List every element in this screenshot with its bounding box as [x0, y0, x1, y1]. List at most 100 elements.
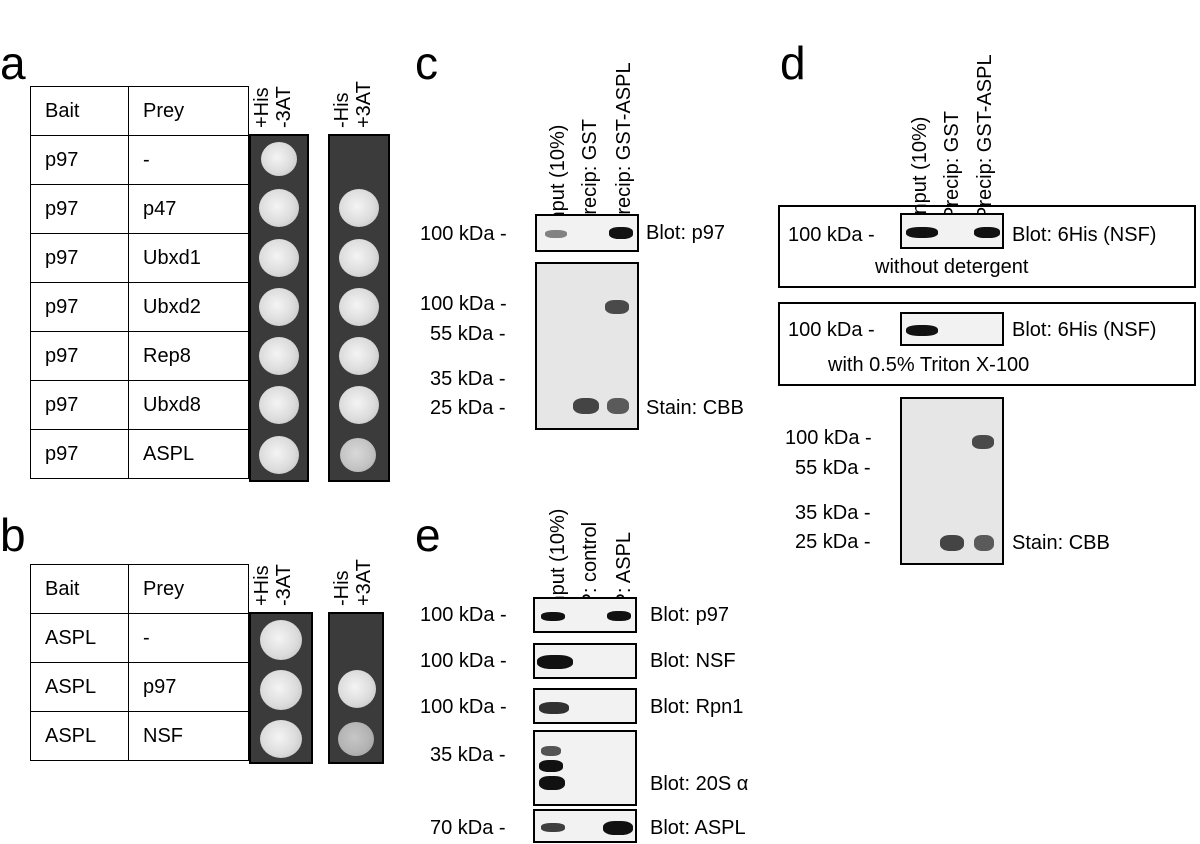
- yeast-plate-a1: [249, 134, 309, 482]
- prey-cell: p97: [128, 662, 249, 712]
- blot-label-e-p97: Blot: p97: [650, 604, 729, 626]
- marker-c-35: 35 kDa -: [430, 368, 506, 390]
- prey-cell: -: [128, 613, 249, 663]
- bait-cell: p97: [30, 233, 129, 283]
- prey-cell: -: [128, 135, 249, 185]
- yeast-colony: [339, 337, 379, 375]
- blot-band: [541, 823, 565, 832]
- caption-with-triton: with 0.5% Triton X-100: [828, 354, 1030, 376]
- blot-c-p97: [535, 214, 639, 252]
- blot-band: [906, 325, 938, 336]
- lane-label-c-input: Input (10%): [547, 124, 569, 228]
- blot-d-nsf-2: [900, 312, 1004, 346]
- panel-letter-d: d: [780, 37, 806, 89]
- table-header-row: Bait Prey: [30, 86, 249, 136]
- panel-letter-e: e: [415, 509, 441, 561]
- yeast-colony: [259, 386, 299, 424]
- stain-band: [972, 435, 994, 449]
- marker-c-55: 55 kDa -: [430, 323, 506, 345]
- marker-d-box1: 100 kDa -: [788, 224, 875, 246]
- caption-without-detergent: without detergent: [875, 256, 1029, 278]
- panel-letter-a: a: [0, 37, 26, 89]
- prey-cell: Rep8: [128, 331, 249, 381]
- prey-cell: p47: [128, 184, 249, 234]
- marker-e-rpn1: 100 kDa -: [420, 696, 507, 718]
- yeast-colony: [259, 189, 299, 227]
- panel-letter-b: b: [0, 509, 26, 561]
- lane-label-d-gst: Precip: GST: [941, 111, 963, 220]
- marker-e-p97: 100 kDa -: [420, 604, 507, 626]
- blot-label-e-rpn1: Blot: Rpn1: [650, 696, 744, 718]
- marker-d-35: 35 kDa -: [795, 502, 871, 524]
- blot-label-d-2: Blot: 6His (NSF): [1012, 319, 1157, 341]
- lane-label-c-gst-aspl: Precip: GST-ASPL: [613, 62, 635, 228]
- lane-label-c-gst: Precip: GST: [579, 119, 601, 228]
- yeast-plate-b2: [328, 612, 384, 764]
- blot-band: [539, 776, 565, 790]
- yeast-plate-b1: [249, 612, 313, 764]
- plate-label-b2-3at: +3AT: [353, 559, 375, 606]
- blot-band: [906, 227, 938, 238]
- marker-d-55: 55 kDa -: [795, 457, 871, 479]
- prey-cell: Ubxd2: [128, 282, 249, 332]
- yeast-plate-a2: [328, 134, 390, 482]
- yeast-colony: [339, 189, 379, 227]
- header-bait: Bait: [30, 86, 129, 136]
- blot-label-e-aspl: Blot: ASPL: [650, 817, 746, 839]
- blot-band: [541, 746, 561, 756]
- yeast-colony: [261, 142, 297, 176]
- bait-cell: p97: [30, 135, 129, 185]
- bait-cell: p97: [30, 184, 129, 234]
- plate-label-b1-3at: -3AT: [273, 564, 295, 606]
- prey-cell: Ubxd1: [128, 233, 249, 283]
- bait-cell: p97: [30, 429, 129, 479]
- stain-band: [573, 398, 599, 414]
- blot-label-c: Blot: p97: [646, 222, 725, 244]
- panel-letter-c: c: [415, 37, 438, 89]
- yeast-colony: [338, 722, 374, 756]
- marker-e-nsf: 100 kDa -: [420, 650, 507, 672]
- yeast-colony: [340, 438, 376, 472]
- yeast-colony: [339, 239, 379, 277]
- blot-e-20s-alpha: [533, 730, 637, 806]
- blot-label-e-nsf: Blot: NSF: [650, 650, 736, 672]
- plate-label-b2-his: -His: [331, 570, 353, 606]
- plate-label-a2-his: -His: [331, 92, 353, 128]
- bait-cell: ASPL: [30, 711, 129, 761]
- blot-band: [539, 702, 569, 714]
- blot-band: [537, 655, 573, 669]
- blot-label-e-20s: Blot: 20S α: [650, 773, 749, 795]
- marker-e-20s: 35 kDa -: [430, 744, 506, 766]
- yeast-colony: [260, 620, 302, 660]
- plate-label-a1-3at: -3AT: [273, 86, 295, 128]
- blot-band: [609, 227, 633, 239]
- plate-label-b1-his: +His: [251, 565, 273, 606]
- bait-cell: ASPL: [30, 613, 129, 663]
- blot-band: [974, 227, 1000, 238]
- table-row: ASPL-: [30, 613, 249, 663]
- pulldown-box-without-detergent: [778, 205, 1196, 288]
- marker-c-100: 100 kDa -: [420, 293, 507, 315]
- yeast-colony: [260, 670, 302, 710]
- header-prey: Prey: [128, 86, 249, 136]
- stain-label-c: Stain: CBB: [646, 397, 744, 419]
- prey-cell: ASPL: [128, 429, 249, 479]
- header-prey: Prey: [128, 564, 249, 614]
- marker-e-aspl: 70 kDa -: [430, 817, 506, 839]
- table-header-row: Bait Prey: [30, 564, 249, 614]
- yeast-colony: [259, 239, 299, 277]
- stain-label-d: Stain: CBB: [1012, 532, 1110, 554]
- blot-e-nsf: [533, 643, 637, 679]
- yeast-colony: [338, 670, 376, 708]
- blot-e-aspl: [533, 809, 637, 843]
- yeast-colony: [259, 337, 299, 375]
- blot-d-nsf-1: [900, 213, 1004, 249]
- pulldown-box-with-triton: [778, 302, 1196, 386]
